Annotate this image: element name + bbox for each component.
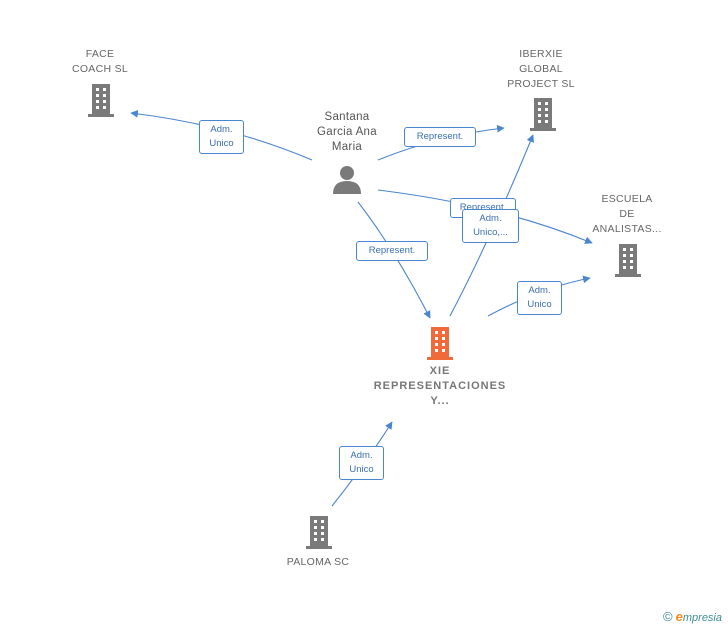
edge-label-paloma-xie: Adm. Unico xyxy=(339,446,384,480)
edge-label-xie-escuela: Adm. Unico xyxy=(517,281,562,315)
label-line: Represent. xyxy=(368,245,416,256)
label-line: Unico xyxy=(527,299,552,310)
label-line: Y... xyxy=(430,395,450,407)
label-line: Adm. xyxy=(210,124,233,135)
building-icon-focus xyxy=(427,327,453,360)
node-label-xie[interactable]: XIE REPRESENTACIONES Y... xyxy=(355,364,525,409)
label-line: ESCUELA xyxy=(601,193,653,205)
label-line: Adm. xyxy=(350,450,373,461)
label-line: Adm. xyxy=(479,213,502,224)
building-icon xyxy=(306,516,332,549)
person-icon xyxy=(333,166,361,194)
node-label-face-coach[interactable]: FACE COACH SL xyxy=(55,47,145,77)
label-line: Adm. xyxy=(528,285,551,296)
label-line: Maria xyxy=(331,141,363,153)
label-line: REPRESENTACIONES xyxy=(373,380,507,392)
label-line: XIE xyxy=(429,365,451,377)
label-line: Santana xyxy=(324,111,370,123)
building-icon xyxy=(88,84,114,117)
edge-label-santana-xie: Represent. xyxy=(356,241,428,261)
label-line: Garcia Ana xyxy=(317,126,377,138)
label-line: ANALISTAS... xyxy=(592,223,662,235)
label-line: PALOMA SC xyxy=(286,556,350,568)
footer-brand[interactable]: ©empresia xyxy=(663,609,722,624)
label-line: FACE xyxy=(85,48,115,60)
label-line: IBERXIE xyxy=(519,48,563,60)
label-line: DE xyxy=(619,208,635,220)
label-line: Unico,... xyxy=(473,227,508,238)
edge-label-santana-face: Adm. Unico xyxy=(199,120,244,154)
label-line: COACH SL xyxy=(71,63,129,75)
brand-logo-text: mpresia xyxy=(682,612,722,624)
label-line: GLOBAL xyxy=(519,63,563,75)
label-line: Unico xyxy=(209,138,234,149)
label-line: PROJECT SL xyxy=(507,78,575,90)
label-line: Represent. xyxy=(459,202,507,213)
label-line: Represent. xyxy=(416,131,464,142)
copyright-icon: © xyxy=(663,609,673,624)
node-label-escuela[interactable]: ESCUELA DE ANALISTAS... xyxy=(575,192,679,237)
building-icon xyxy=(530,98,556,131)
label-line: Unico xyxy=(349,464,374,475)
edge-label-xie-iberxie: Adm. Unico,... xyxy=(462,209,519,243)
building-icon xyxy=(615,244,641,277)
node-label-paloma[interactable]: PALOMA SC xyxy=(268,555,368,570)
edge-label-santana-iberxie: Represent. xyxy=(404,127,476,147)
brand-logo-initial: e xyxy=(675,609,683,624)
node-label-iberxie[interactable]: IBERXIE GLOBAL PROJECT SL xyxy=(490,47,592,92)
